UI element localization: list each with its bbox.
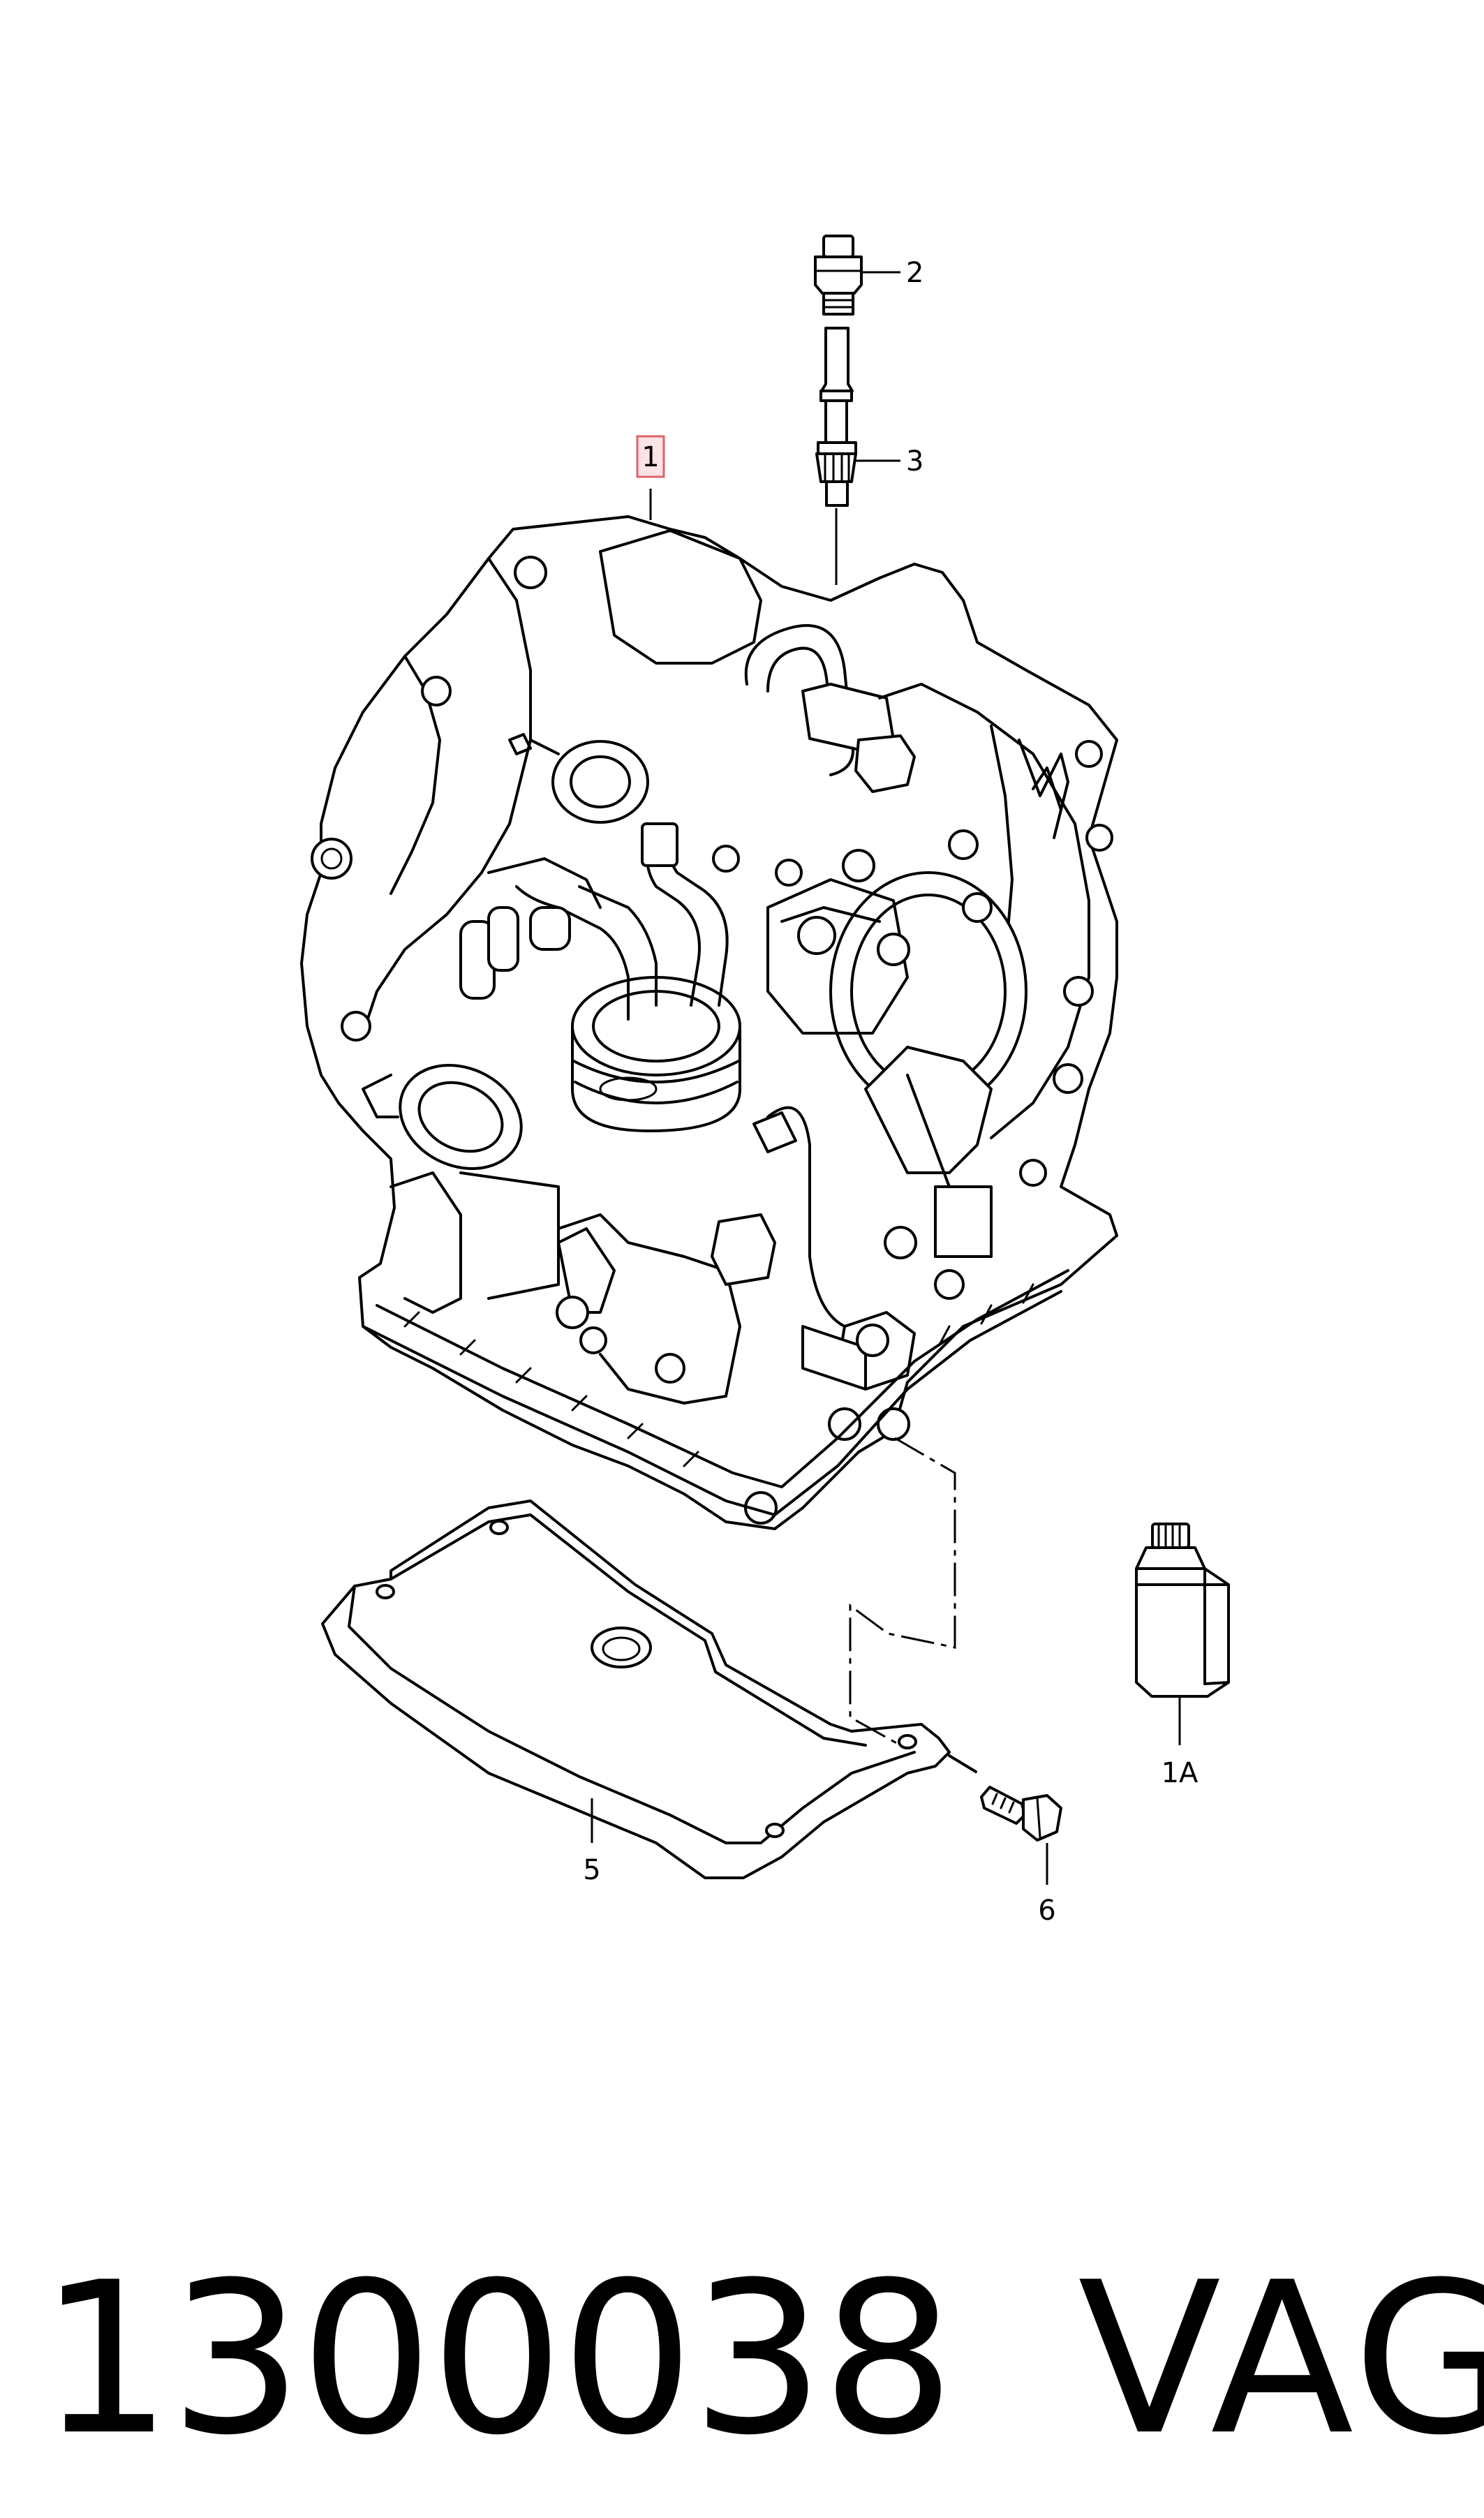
part-3-pinion [815, 327, 857, 507]
callout-5: 5 [583, 1854, 600, 1886]
callout-1: 1 [641, 441, 659, 473]
callout-1-highlight [637, 436, 664, 477]
part-1a-fluid-bottle [1135, 1523, 1230, 1745]
assembly-line [849, 1437, 956, 1747]
part-5-guard-plate [321, 1499, 951, 1879]
callout-2: 2 [906, 257, 923, 289]
part-number: 1300038 [39, 2237, 955, 2481]
part-2-sender [814, 235, 863, 316]
footer-caption: 1300038 VAG [39, 2213, 1484, 2506]
part-6-bolt [948, 1754, 1062, 1885]
callout-6: 6 [1038, 1895, 1055, 1927]
part-1-transmission [300, 515, 1118, 1530]
callout-1-highlight-border [636, 435, 665, 478]
brand-name: VAG [1078, 2237, 1484, 2481]
callout-3: 3 [906, 445, 923, 477]
callout-1a: 1A [1162, 1757, 1199, 1789]
